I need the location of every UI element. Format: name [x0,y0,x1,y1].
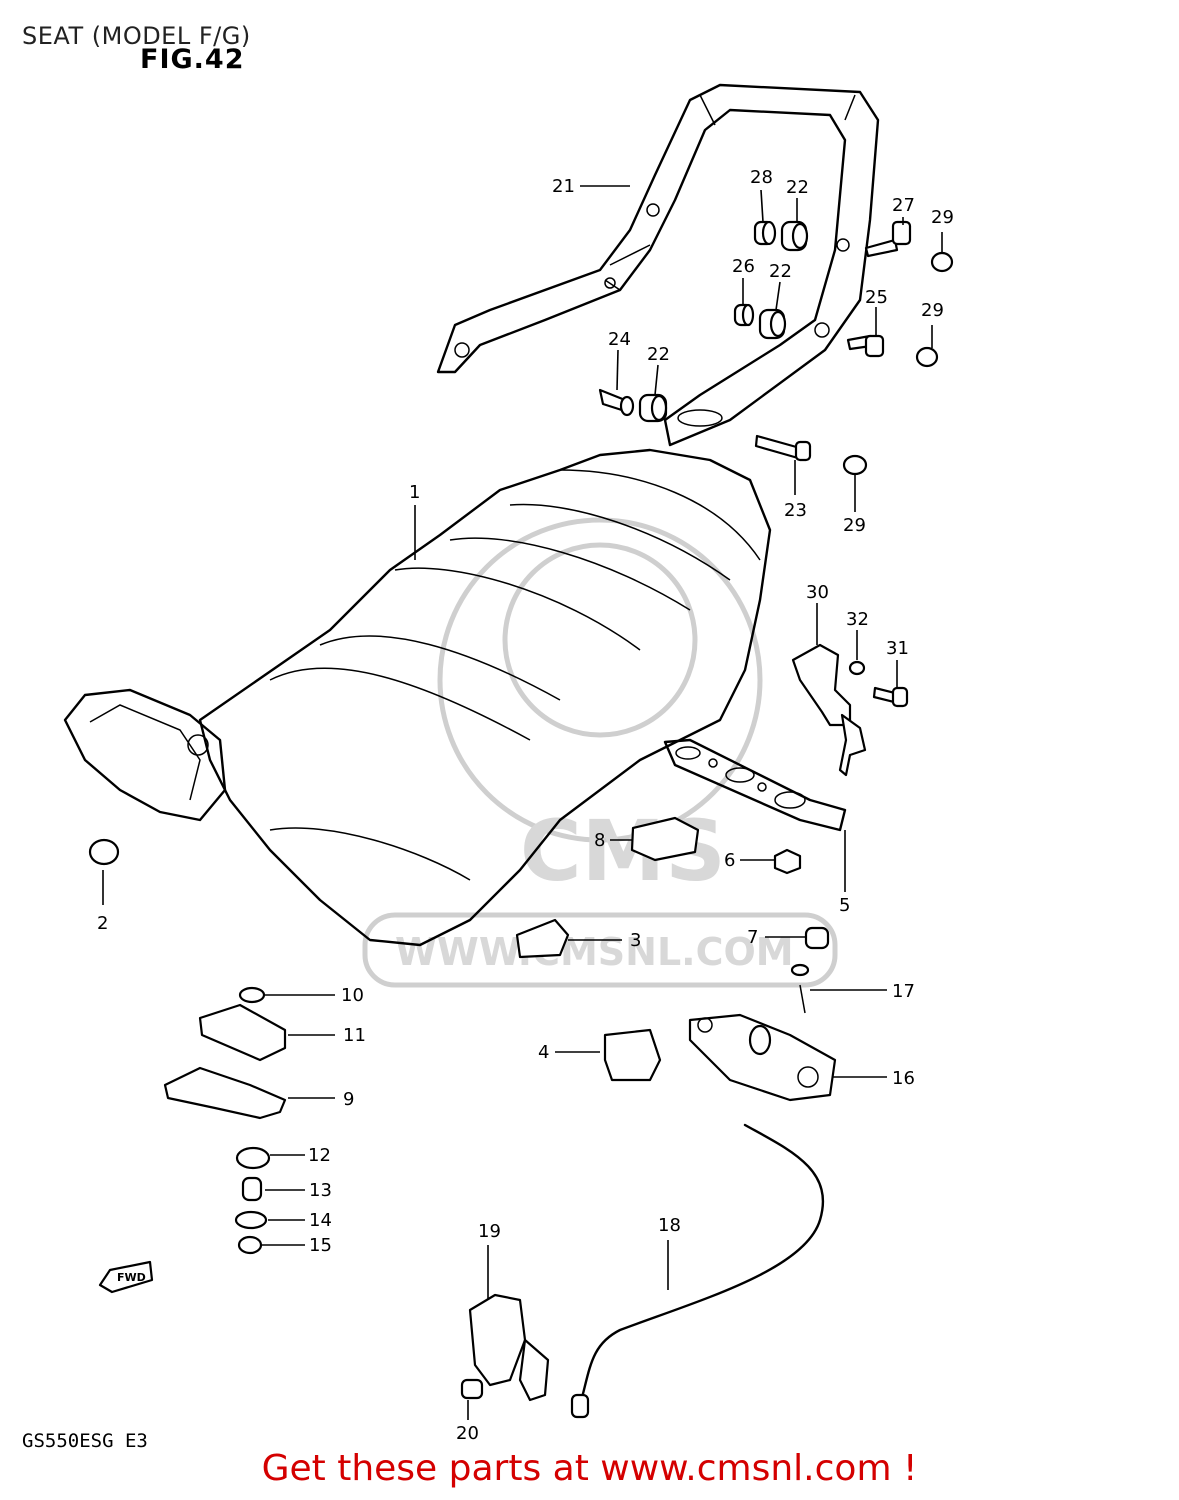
callout-18: 18 [658,1215,681,1236]
callout-7: 7 [747,927,758,948]
page-title: SEAT (MODEL F/G) [22,22,251,50]
grab-rail [436,83,880,447]
cushion-22-top [780,220,809,252]
callout-25: 25 [865,287,888,308]
callout-27: 27 [892,195,915,216]
plate-9 [163,1066,287,1120]
cap-2 [88,838,120,866]
callout-4: 4 [538,1042,549,1063]
callout-2: 2 [97,913,108,934]
callouts: 1 2 3 4 5 6 7 8 9 10 11 12 13 14 15 16 1… [97,167,954,1444]
buffer-3 [515,918,570,959]
callout-22a: 22 [786,177,809,198]
callout-22b: 22 [769,261,792,282]
plate-11 [198,1003,287,1062]
callout-29c: 29 [843,515,866,536]
callout-8: 8 [594,830,605,851]
callout-20: 20 [456,1423,479,1444]
nut-6 [773,848,802,875]
fwd-label: FWD [117,1271,146,1284]
cushion-22-low [638,393,668,423]
callout-14: 14 [309,1210,332,1231]
callout-28: 28 [750,167,773,188]
callout-10: 10 [341,985,364,1006]
model-code: GS550ESG E3 [22,1430,148,1452]
callout-26: 26 [732,256,755,277]
nut-7 [804,926,830,950]
callout-1: 1 [409,482,420,503]
tail-cover [63,688,227,822]
promo-banner: Get these parts at www.cmsnl.com ! [261,1448,918,1489]
callout-13: 13 [309,1180,332,1201]
watermark: CMS WWW.CMSNL.COM [362,517,838,988]
collar-13 [241,1176,263,1202]
callout-3: 3 [630,930,641,951]
cushion-22-mid [758,308,787,340]
callout-11: 11 [343,1025,366,1046]
callout-12: 12 [308,1145,331,1166]
washer-32 [848,660,866,676]
cable-18 [570,1123,825,1419]
callout-29a: 29 [931,207,954,228]
callout-21: 21 [552,176,575,197]
callout-30: 30 [806,582,829,603]
callout-22c: 22 [647,344,670,365]
callout-32: 32 [846,609,869,630]
callout-23: 23 [784,500,807,521]
callout-6: 6 [724,850,735,871]
callout-15: 15 [309,1235,332,1256]
screw-17 [790,963,810,1014]
figure-label: FIG.42 [140,44,245,75]
callout-9: 9 [343,1089,354,1110]
hinge-4 [603,1028,662,1082]
watermark-url: WWW.CMSNL.COM [395,930,794,974]
washer-14 [234,1210,268,1230]
collar-28 [753,220,777,246]
bolt-23 [754,434,812,462]
washer-10 [238,986,266,1004]
bolt-31 [872,686,909,708]
seat-lock-30 [791,643,867,777]
fwd-arrow: FWD [98,1260,154,1294]
callout-19: 19 [478,1221,501,1242]
cap-29-low [842,454,868,476]
bolt-25 [846,334,885,358]
latch-16 [688,1013,837,1102]
collar-26 [733,303,755,327]
cap-29-mid [915,346,939,368]
callout-31: 31 [886,638,909,659]
callout-24: 24 [608,329,631,350]
rubber-pad-8 [630,816,700,862]
collar-12 [235,1146,271,1170]
leader-lines [102,185,943,1420]
callout-16: 16 [892,1068,915,1089]
collar-24 [598,388,635,417]
screw-20 [460,1378,484,1400]
helmet-lock-19 [468,1293,550,1402]
callout-29b: 29 [921,300,944,321]
seat-bracket [663,738,847,832]
bolt-27 [864,220,912,258]
cap-29-top [930,251,954,273]
seat [198,448,772,947]
nut-15 [237,1235,263,1255]
callout-17: 17 [892,981,915,1002]
callout-5: 5 [839,895,850,916]
